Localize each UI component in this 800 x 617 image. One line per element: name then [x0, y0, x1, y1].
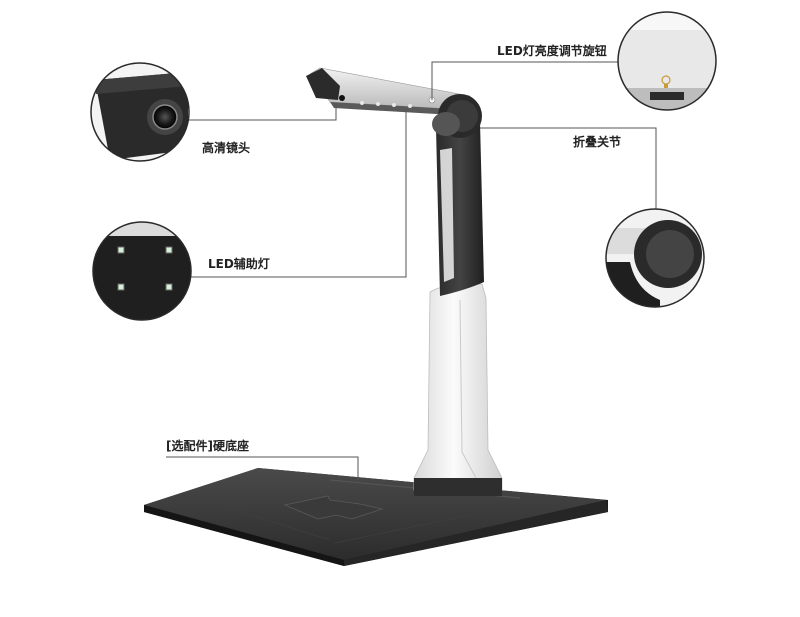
callout-hard-base: [选配件]硬底座	[166, 439, 249, 453]
callout-led-aux-light: LED辅助灯	[208, 257, 270, 271]
stand-arm	[436, 122, 484, 296]
camera-head	[306, 67, 471, 116]
leader-base	[166, 456, 359, 480]
led-detail-circle	[92, 221, 192, 321]
leader-lines	[166, 61, 657, 480]
leader-brightness-knob	[431, 61, 620, 100]
callout-brightness-knob: LED灯亮度调节旋钮	[497, 44, 607, 58]
fold-joint	[432, 94, 482, 138]
base-plate	[144, 468, 608, 566]
knob-detail-circle	[617, 11, 717, 111]
callout-fold-joint: 折叠关节	[573, 135, 622, 149]
callout-hd-lens: 高清镜头	[202, 141, 251, 155]
lens-detail-circle	[90, 62, 190, 162]
stand-column	[413, 283, 503, 496]
leader-fold-joint	[480, 127, 657, 212]
fold-detail-circle	[605, 208, 705, 308]
leader-lens	[188, 104, 337, 121]
leader-led-light	[190, 110, 407, 278]
